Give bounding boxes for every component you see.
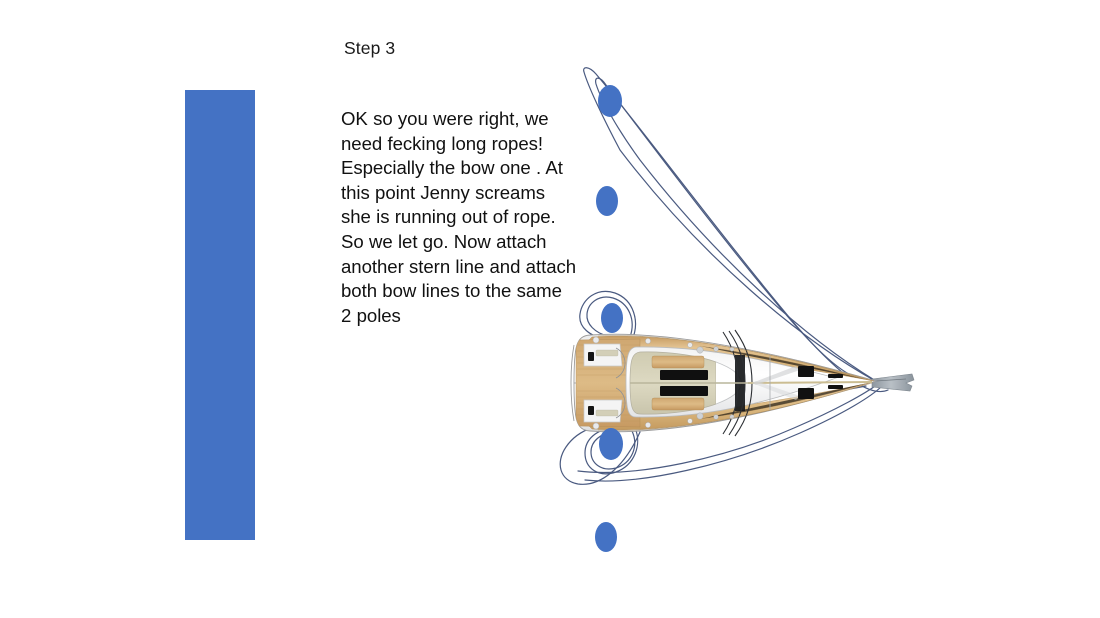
- helm-consoles: [583, 343, 623, 423]
- deck-hatches: [798, 366, 843, 399]
- stern-line-long-2: [577, 383, 879, 474]
- stern-line-upper: [579, 290, 636, 341]
- spring-line-aft: [636, 385, 867, 428]
- steering-wheels: [615, 347, 626, 419]
- spring-line-fore: [635, 339, 867, 381]
- deck-port: [592, 336, 872, 381]
- page-title: Step 3: [344, 38, 396, 58]
- stern-line-upper-2: [586, 296, 633, 338]
- instruction-text: OK so you were right, we need fecking lo…: [341, 108, 577, 326]
- pole-4: [599, 428, 623, 460]
- cockpit-seats: [651, 355, 705, 411]
- pontoon-dock: [185, 90, 255, 540]
- bow-line-outer: [583, 67, 889, 393]
- coachroof: [625, 346, 838, 418]
- mast-and-rigging: [630, 329, 873, 437]
- pole-5: [595, 522, 617, 552]
- transom: [570, 344, 576, 422]
- bow-pulpit: [871, 373, 915, 392]
- stern-line-lower-2: [590, 430, 636, 470]
- side-decks: [575, 335, 875, 431]
- bow-line-inner: [595, 77, 877, 382]
- pole-1: [598, 85, 622, 117]
- stern-line-long: [584, 385, 883, 482]
- cockpit-hatches: [660, 370, 708, 396]
- stern-line-outer-loop: [559, 422, 641, 485]
- pole-2: [596, 186, 618, 216]
- pole-3: [601, 303, 623, 333]
- cockpit: [629, 351, 743, 415]
- stern-line-lower: [584, 427, 639, 475]
- hull: [573, 333, 878, 433]
- deck-hardware: [592, 335, 873, 431]
